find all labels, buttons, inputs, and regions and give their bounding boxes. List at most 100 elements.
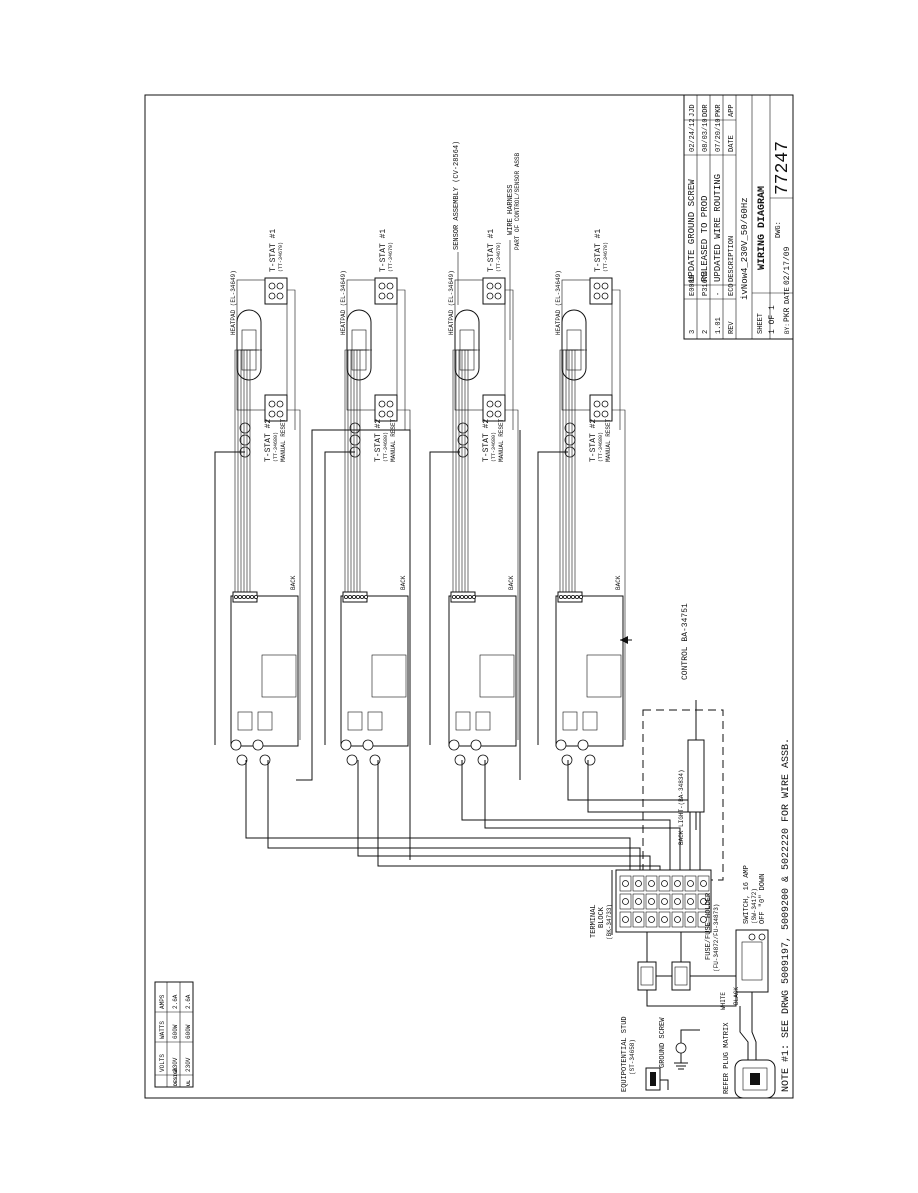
rating-cell: 230V bbox=[172, 1057, 179, 1072]
tstat1-box bbox=[589, 277, 613, 305]
heater-circuit-4: HEATPAD (EL-34649) T-STAT #1(TT-34679) T-S… bbox=[555, 229, 626, 766]
back-label: BACK bbox=[400, 575, 407, 590]
equipotential-label-1: EQUIPOTENTIAL STUD bbox=[621, 1016, 629, 1092]
wire-harness-part-label: PART OF CONTROL/SENSOR ASSB bbox=[514, 152, 521, 250]
tstat1-part-label: (TT-34679) bbox=[496, 242, 502, 272]
heater-circuit-2: HEATPAD (EL-34649)T-STAT #1(TT-34679)T-S… bbox=[340, 229, 411, 766]
revision-rev: 3 bbox=[689, 330, 697, 334]
manual-reset-label: MANUAL RESET bbox=[280, 418, 287, 462]
manual-reset-label: MANUAL RESET bbox=[498, 418, 505, 462]
control-box bbox=[340, 595, 409, 747]
heater-circuit-3: HEATPAD (EL-34649) T-STAT #1(TT-34679) T-S… bbox=[448, 229, 519, 766]
revision-rev: 2 bbox=[702, 330, 710, 334]
ground-screw: GROUND SCREW bbox=[659, 1017, 700, 1070]
white-label: WHITE bbox=[720, 992, 727, 1010]
tstat2-label: T-STAT #2 bbox=[374, 419, 383, 462]
revision-header-date: DATE bbox=[728, 135, 736, 152]
ground-screw-label: GROUND SCREW bbox=[659, 1017, 667, 1068]
rating-cell: 230V bbox=[185, 1057, 192, 1072]
date-label: DATE bbox=[784, 287, 792, 304]
title-block bbox=[683, 94, 794, 340]
tstat1-label: T-STAT #1 bbox=[594, 229, 603, 272]
revision-rev: 1.01 bbox=[715, 317, 723, 334]
heater-circuit-1: HEATPAD (EL-34649)T-STAT #1(TT-34679)T-S… bbox=[230, 229, 301, 766]
heatpad-label: HEATPAD (EL-34649) bbox=[555, 270, 562, 335]
fuse-holder-label-1: FUSE/FUSE HOLDER bbox=[705, 892, 713, 960]
switch-label-2: (SW-34172) bbox=[751, 888, 758, 924]
revision-app: JJD bbox=[689, 104, 697, 117]
terminal-block-label-2: BLOCK bbox=[598, 906, 606, 928]
tstat2-label: T-STAT #2 bbox=[264, 419, 273, 462]
tstat2-label: T-STAT #2 bbox=[482, 419, 491, 462]
control-box bbox=[230, 595, 299, 747]
revision-eco: - bbox=[715, 292, 723, 296]
tstat1-label: T-STAT #1 bbox=[379, 229, 388, 272]
tstat1-part-label: (TT-34679) bbox=[603, 242, 609, 272]
revision-header-description: DESCRIPTION bbox=[728, 236, 736, 282]
tstat2-part-label: (TT-34680) bbox=[598, 432, 604, 462]
back-label: BACK bbox=[615, 575, 622, 590]
model-text: ivNow4_230V_50/60Hz bbox=[740, 197, 750, 300]
revision-app: PKR bbox=[715, 104, 723, 117]
by-label: BY: bbox=[784, 323, 791, 334]
switch-label-1: SWITCH, 16 AMP bbox=[743, 865, 751, 924]
tstat1-label: T-STAT #1 bbox=[269, 229, 278, 272]
terminal-block-label-3: (BK-34733) bbox=[606, 904, 613, 940]
heatpad-label: HEATPAD (EL-34649) bbox=[448, 270, 455, 335]
power-cord: BLACK WHITE bbox=[720, 987, 776, 1099]
revision-header-rev: REV bbox=[728, 321, 736, 334]
revision-eco: P31674 bbox=[702, 271, 710, 296]
tstat2-part-label: (TT-34680) bbox=[273, 432, 279, 462]
revision-description: UPDATE GROUND SCREW bbox=[687, 179, 697, 282]
doc-title: WIRING DIAGRAM bbox=[757, 186, 768, 270]
fuse-holder-label-2: (FU-34872/FU-34873) bbox=[713, 904, 720, 972]
rating-cell: 600W bbox=[172, 1024, 179, 1039]
tstat2-part-label: (TT-34680) bbox=[491, 432, 497, 462]
rating-table: VOLTSWATTSAMPS230V600W2.6A230V600W2.6ADE… bbox=[154, 981, 194, 1088]
revision-app: DDR bbox=[702, 104, 710, 117]
rating-header-watts: WATTS bbox=[159, 1021, 166, 1039]
revision-date: 07/20/10 bbox=[715, 118, 723, 152]
rating-side-label: DESIGN bbox=[173, 1068, 179, 1086]
control-box bbox=[448, 595, 517, 747]
rating-side-label: UL bbox=[186, 1080, 192, 1086]
equipotential-stud: EQUIPOTENTIAL STUD (ST-34658) bbox=[621, 1016, 669, 1092]
note-text: NOTE #1: SEE DRWG 5009197, 5009200 & 502… bbox=[781, 738, 792, 1092]
refer-plug-label: REFER PLUG MATRIX bbox=[723, 1022, 731, 1094]
tstat1-label: T-STAT #1 bbox=[487, 229, 496, 272]
back-light-label: BACK LIGHT-(BA-34834) bbox=[678, 769, 685, 845]
rating-header-volts: VOLTS bbox=[159, 1054, 166, 1072]
sensor-assembly-label: SENSOR ASSEMBLY (CV-28564) bbox=[453, 141, 461, 250]
fuse-holder: FUSE/FUSE HOLDER (FU-34872/FU-34873) bbox=[637, 892, 720, 991]
tstat1-box bbox=[482, 277, 506, 305]
dwg-label: DWG: bbox=[775, 221, 783, 238]
by-value: PKR bbox=[783, 307, 792, 322]
revision-description: UPDATED WIRE ROUTING bbox=[713, 174, 723, 282]
heatpad-label: HEATPAD (EL-34649) bbox=[230, 270, 237, 335]
tstat1-box bbox=[264, 277, 288, 305]
power-switch: SWITCH, 16 AMP (SW-34172) OFF "0" DOWN bbox=[646, 865, 769, 1007]
manual-reset-label: MANUAL RESET bbox=[390, 418, 397, 462]
tstat2-box bbox=[264, 394, 288, 422]
rating-cell: 600W bbox=[185, 1024, 192, 1039]
revision-date: 08/03/10 bbox=[702, 118, 710, 152]
manual-reset-label: MANUAL RESET bbox=[605, 418, 612, 462]
terminal-block-label-1: TERMINAL bbox=[590, 904, 598, 938]
rating-cell: 2.6A bbox=[185, 994, 192, 1009]
date-value: 02/17/09 bbox=[783, 246, 792, 285]
back-label: BACK bbox=[290, 575, 297, 590]
tstat2-box bbox=[589, 394, 613, 422]
tstat2-label: T-STAT #2 bbox=[589, 419, 598, 462]
tstat2-box bbox=[482, 394, 506, 422]
back-label: BACK bbox=[508, 575, 515, 590]
sheet-label: SHEET bbox=[757, 313, 765, 334]
tstat1-box bbox=[374, 277, 398, 305]
control-label: CONTROL BA-34751 bbox=[681, 603, 690, 680]
revision-header-eco: ECO bbox=[728, 283, 736, 296]
black-label: BLACK bbox=[733, 987, 740, 1005]
tstat2-part-label: (TT-34680) bbox=[383, 432, 389, 462]
dwg-number: 77247 bbox=[773, 141, 793, 195]
switch-label-3: OFF "0" DOWN bbox=[759, 874, 767, 924]
